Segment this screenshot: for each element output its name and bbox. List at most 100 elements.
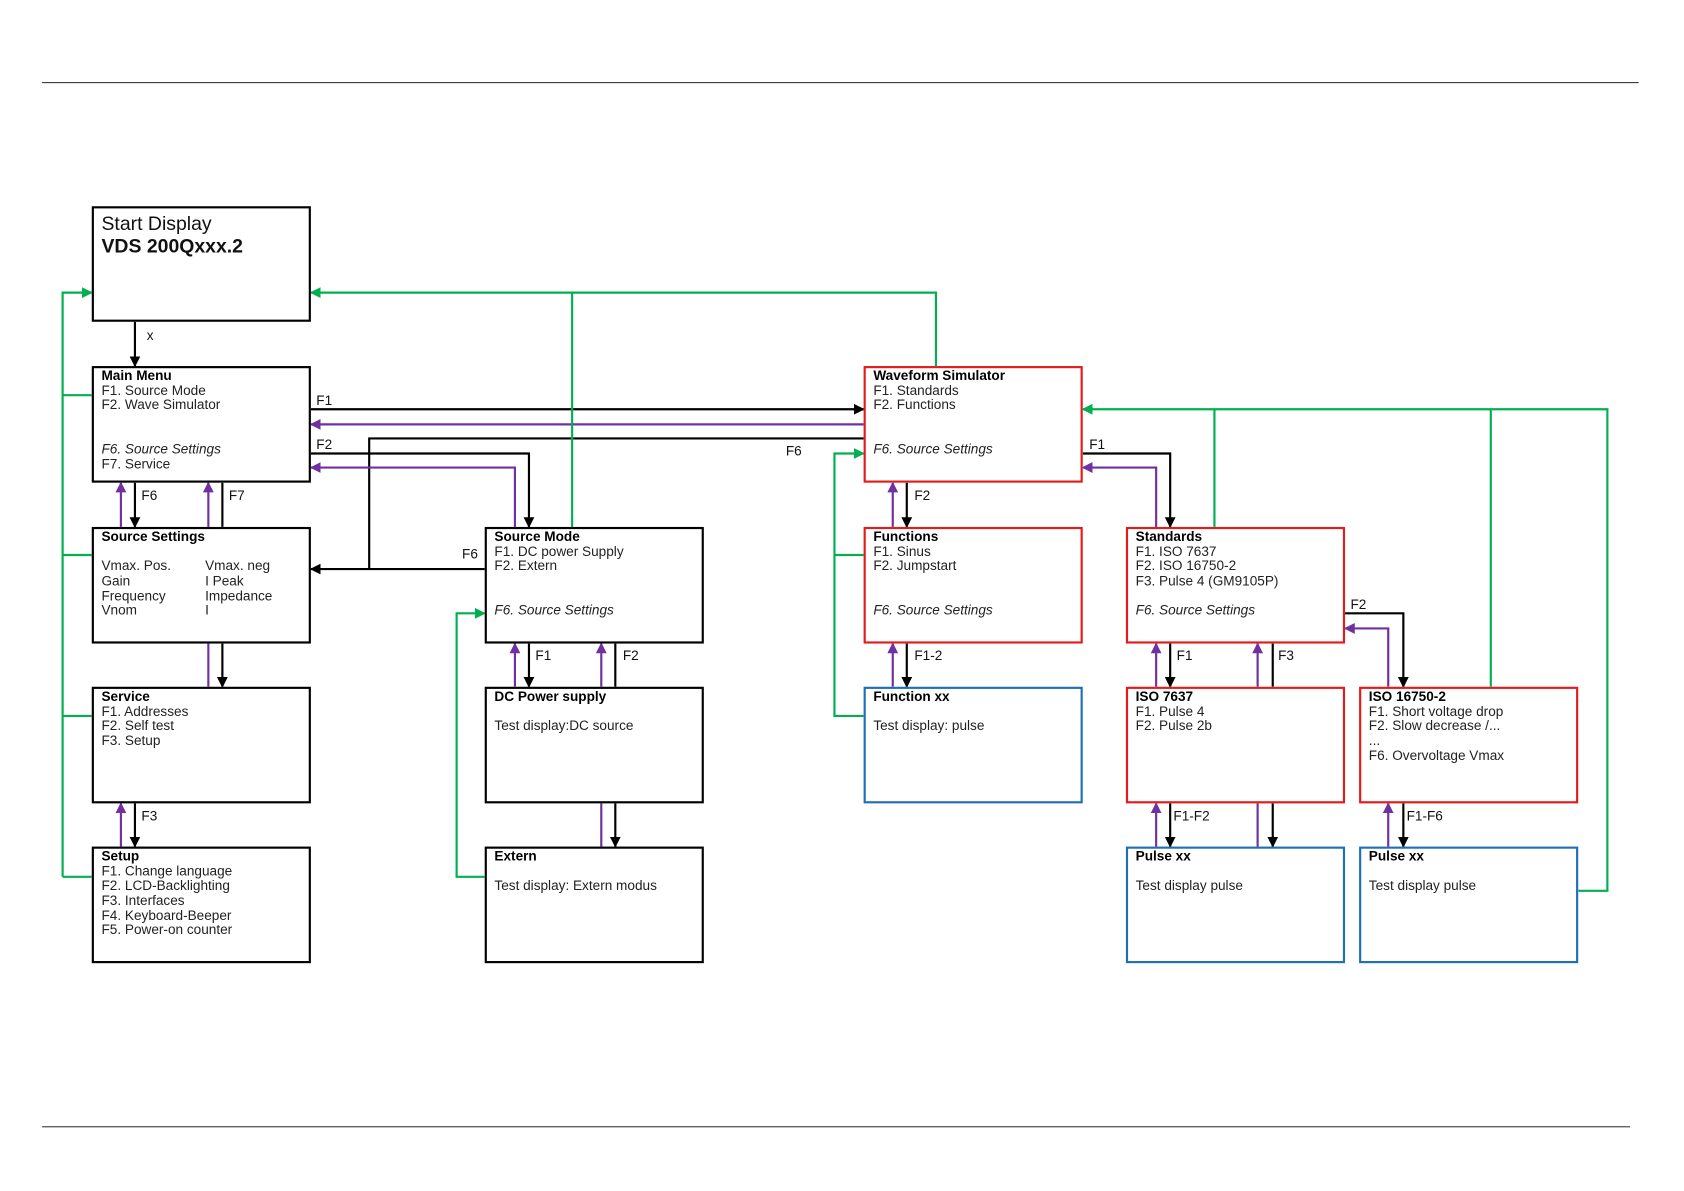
menu-option: F1. Source Mode xyxy=(101,382,206,399)
menu-option: F1. Standards xyxy=(873,382,959,399)
key-label-mode-f6: F6 xyxy=(462,546,478,562)
key-label-main-f2: F2 xyxy=(316,437,333,453)
key-label-mode-f1: F1 xyxy=(535,647,552,663)
menu-option: F1. DC power Supply xyxy=(494,543,624,559)
spacer xyxy=(1369,865,1576,880)
home-connector-arrow xyxy=(833,448,865,717)
parameter-label: I Peak xyxy=(205,573,244,589)
menu-option: F1. Short voltage drop xyxy=(1368,703,1504,719)
menu-box-pulse-a[interactable]: Pulse xx Test display pulse xyxy=(1125,846,1346,964)
home-connector-arrow xyxy=(455,607,486,878)
home-connector-arrow xyxy=(1081,403,1609,892)
box-title: ISO 7637 xyxy=(1135,688,1194,705)
menu-option: F6. Source Settings xyxy=(1135,603,1256,619)
menu-option: F2. Extern xyxy=(494,558,558,574)
spacer xyxy=(494,865,701,880)
box-title: Function xx xyxy=(873,688,950,705)
parameter-label: Frequency xyxy=(101,588,166,604)
box-title: Setup xyxy=(101,848,140,864)
spacer xyxy=(873,414,1080,429)
key-label-main-f7: F7 xyxy=(228,488,245,504)
parameter-label: I xyxy=(205,603,209,619)
key-label-wave-f6: F6 xyxy=(785,443,802,459)
parameter-label: Impedance xyxy=(205,588,273,604)
spacer xyxy=(101,428,308,443)
menu-option: F6. Source Settings xyxy=(101,442,221,458)
spacer xyxy=(1136,589,1343,604)
key-label-main-f1: F1 xyxy=(316,393,333,409)
menu-option: VDS 200Qxxx.2 xyxy=(101,235,243,257)
menu-option: F2. Pulse 2b xyxy=(1135,718,1212,734)
menu-option: F6. Overvoltage Vmax xyxy=(1368,748,1505,764)
box-title: Waveform Simulator xyxy=(873,368,1006,384)
menu-option: Test display pulse xyxy=(1135,878,1243,894)
menu-option: F5. Power-on counter xyxy=(101,922,233,938)
box-title: Main Menu xyxy=(101,368,172,384)
menu-option: F4. Keyboard-Beeper xyxy=(101,907,232,923)
menu-option: ... xyxy=(1368,733,1381,749)
key-label-x: x xyxy=(146,328,154,344)
menu-option: Test display pulse xyxy=(1368,878,1477,894)
key-label-main-f6: F6 xyxy=(141,488,158,504)
menu-option: Test display: Extern modus xyxy=(494,878,657,894)
menu-option: F2. Self test xyxy=(101,718,175,734)
spacer xyxy=(101,414,308,429)
key-label-std-f2: F2 xyxy=(1350,597,1367,613)
back-connector-arrow xyxy=(1343,623,1390,687)
spacer xyxy=(873,428,1080,443)
menu-option: F6. Source Settings xyxy=(494,603,614,619)
menu-box-function-xx[interactable]: Function xx Test display: pulse xyxy=(863,686,1083,804)
top-rule xyxy=(42,82,1639,84)
menu-option: Test display:DC source xyxy=(494,718,634,734)
box-title: ISO 16750-2 xyxy=(1368,688,1446,705)
forward-connector-arrow xyxy=(1082,452,1176,529)
box-title: Pulse xx xyxy=(1368,848,1424,864)
box-title: Service xyxy=(101,688,150,705)
box-title: Source Settings xyxy=(101,529,205,545)
menu-option: F1. Addresses xyxy=(101,703,189,719)
menu-option: F1. ISO 7637 xyxy=(1135,543,1217,559)
box-title: Pulse xx xyxy=(1135,848,1191,864)
menu-option: Test display: pulse xyxy=(873,718,985,734)
menu-option: F2. Slow decrease /... xyxy=(1368,718,1501,734)
back-connector-arrow xyxy=(1081,462,1158,527)
spacer xyxy=(873,705,1080,720)
spacer xyxy=(1136,865,1343,880)
key-label-iso16750-f1f6: F1-F6 xyxy=(1406,808,1443,824)
key-label-std-f1: F1 xyxy=(1176,647,1193,663)
parameter-label: Vmax. Pos. xyxy=(101,558,171,574)
box-title: Extern xyxy=(494,848,537,864)
menu-box-pulse-b[interactable]: Pulse xx Test display pulse xyxy=(1359,846,1579,964)
spacer xyxy=(873,575,1080,590)
key-label-wave-f2: F2 xyxy=(914,488,931,504)
key-label-iso7637-f1f2: F1-F2 xyxy=(1173,808,1210,824)
bottom-rule xyxy=(42,1126,1631,1128)
menu-option: F2. ISO 16750-2 xyxy=(1135,558,1237,574)
menu-option: F2. Wave Simulator xyxy=(101,397,221,413)
back-connector-arrow xyxy=(309,462,517,527)
key-label-std-f3: F3 xyxy=(1278,647,1294,663)
box-title: Source Mode xyxy=(494,529,580,545)
spacer xyxy=(494,589,701,604)
menu-option: F1. Pulse 4 xyxy=(1135,703,1205,719)
box-title: Standards xyxy=(1135,529,1203,545)
spacer xyxy=(101,545,308,560)
